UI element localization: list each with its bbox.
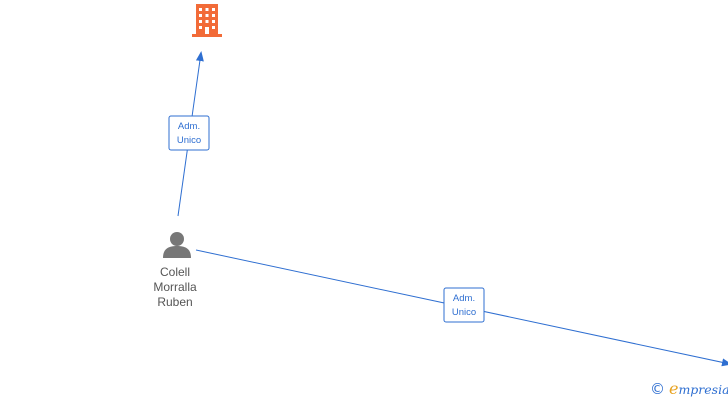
edge-label-1-line-1: Adm. (178, 121, 200, 132)
person-name-line-2: Morralla (153, 280, 197, 294)
edge-label-2-line-1: Adm. (453, 293, 475, 304)
person-name-line-1: Colell (159, 265, 190, 279)
copyright-symbol: © (650, 380, 665, 398)
edge-label-1[interactable]: Adm. Unico (168, 115, 210, 151)
empresia-watermark: © empresia (650, 379, 728, 399)
brand-name-rest: mpresia (678, 382, 728, 397)
edge-label-2[interactable]: Adm. Unico (443, 287, 485, 323)
building-icon[interactable] (192, 4, 222, 37)
person-name[interactable]: Colell Morralla Ruben (134, 265, 216, 310)
person-icon[interactable] (163, 232, 191, 258)
brand-initial: e (668, 379, 679, 398)
person-name-line-3: Ruben (157, 295, 193, 309)
edge-label-1-line-2: Unico (177, 135, 201, 146)
edge-label-2-line-2: Unico (452, 307, 476, 318)
